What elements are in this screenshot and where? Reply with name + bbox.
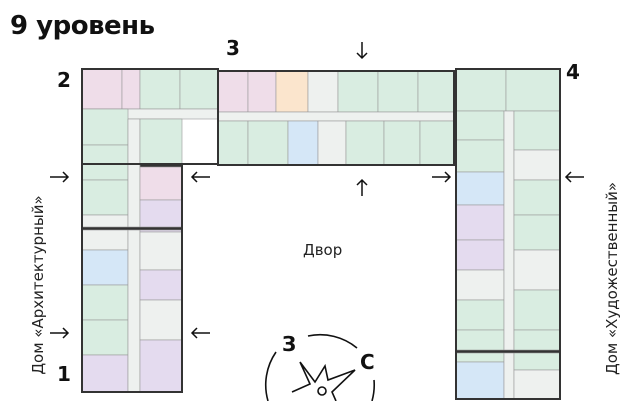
apartment	[513, 179, 561, 216]
yard-label: Двор	[303, 241, 343, 259]
entrance-arrow-icon	[50, 327, 70, 339]
section-1-outline	[81, 163, 183, 393]
section-label-2: 2	[57, 68, 71, 92]
apartment	[247, 120, 289, 166]
apartment	[81, 319, 129, 356]
entrance-arrow-icon	[564, 171, 584, 183]
apartment	[81, 249, 129, 286]
apartment	[139, 269, 183, 301]
apartment	[455, 239, 505, 271]
entrance-arrow-icon	[432, 171, 452, 183]
corridor	[127, 118, 141, 393]
apartment	[513, 289, 561, 331]
apartment	[217, 70, 249, 113]
apartment	[345, 120, 385, 166]
apartment	[337, 70, 379, 113]
apartment	[81, 354, 129, 393]
section-4-outline	[455, 68, 561, 400]
entrance-arrow-icon	[190, 171, 210, 183]
apartment	[417, 70, 455, 113]
apartment	[287, 120, 319, 166]
apartment	[377, 70, 419, 113]
entrance-arrow-icon	[190, 327, 210, 339]
apartment	[139, 118, 183, 165]
apartment	[513, 249, 561, 291]
wall	[81, 226, 183, 231]
apartment	[455, 171, 505, 206]
apartment	[307, 70, 339, 113]
section-label-4: 4	[566, 60, 580, 84]
entrance-arrow-icon	[50, 171, 70, 183]
apartment	[81, 68, 123, 110]
apartment	[139, 299, 183, 341]
apartment	[139, 163, 183, 201]
apartment	[455, 361, 505, 400]
apartment	[455, 204, 505, 241]
apartment	[217, 120, 249, 166]
apartment	[179, 68, 219, 110]
apartment	[513, 214, 561, 251]
apartment	[247, 70, 277, 113]
section-3-outline	[217, 70, 455, 166]
apartment	[455, 110, 505, 141]
apartment	[81, 179, 129, 216]
apartment	[139, 68, 181, 110]
wall	[455, 349, 561, 354]
compass-north-label: С	[360, 350, 375, 374]
section-label-1: 1	[57, 362, 71, 386]
apartment	[81, 214, 129, 251]
corridor	[503, 110, 515, 400]
apartment	[455, 299, 505, 331]
apartment	[419, 120, 455, 166]
floor-title: 9 уровень	[10, 11, 155, 41]
apartment	[455, 139, 505, 173]
apartment	[81, 144, 129, 181]
apartment	[455, 329, 505, 363]
apartment	[81, 284, 129, 321]
entrance-arrow-icon	[356, 42, 368, 60]
house-label-right: Дом «Художественный»	[603, 181, 621, 375]
apartment	[317, 120, 347, 166]
entrance-arrow-icon	[356, 178, 368, 196]
apartment	[275, 70, 309, 113]
house-label-left: Дом «Архитектурный»	[29, 195, 47, 375]
apartment	[505, 68, 561, 112]
apartment	[513, 369, 561, 400]
section-label-3: 3	[226, 36, 240, 60]
apartment	[383, 120, 421, 166]
corridor	[217, 111, 455, 122]
apartment	[455, 269, 505, 301]
apartment	[139, 339, 183, 393]
apartment	[81, 108, 129, 146]
apartment	[139, 231, 183, 271]
apartment	[455, 68, 507, 112]
apartment	[121, 68, 141, 110]
compass-west-label: З	[282, 332, 297, 356]
apartment	[513, 149, 561, 181]
apartment	[513, 110, 561, 151]
